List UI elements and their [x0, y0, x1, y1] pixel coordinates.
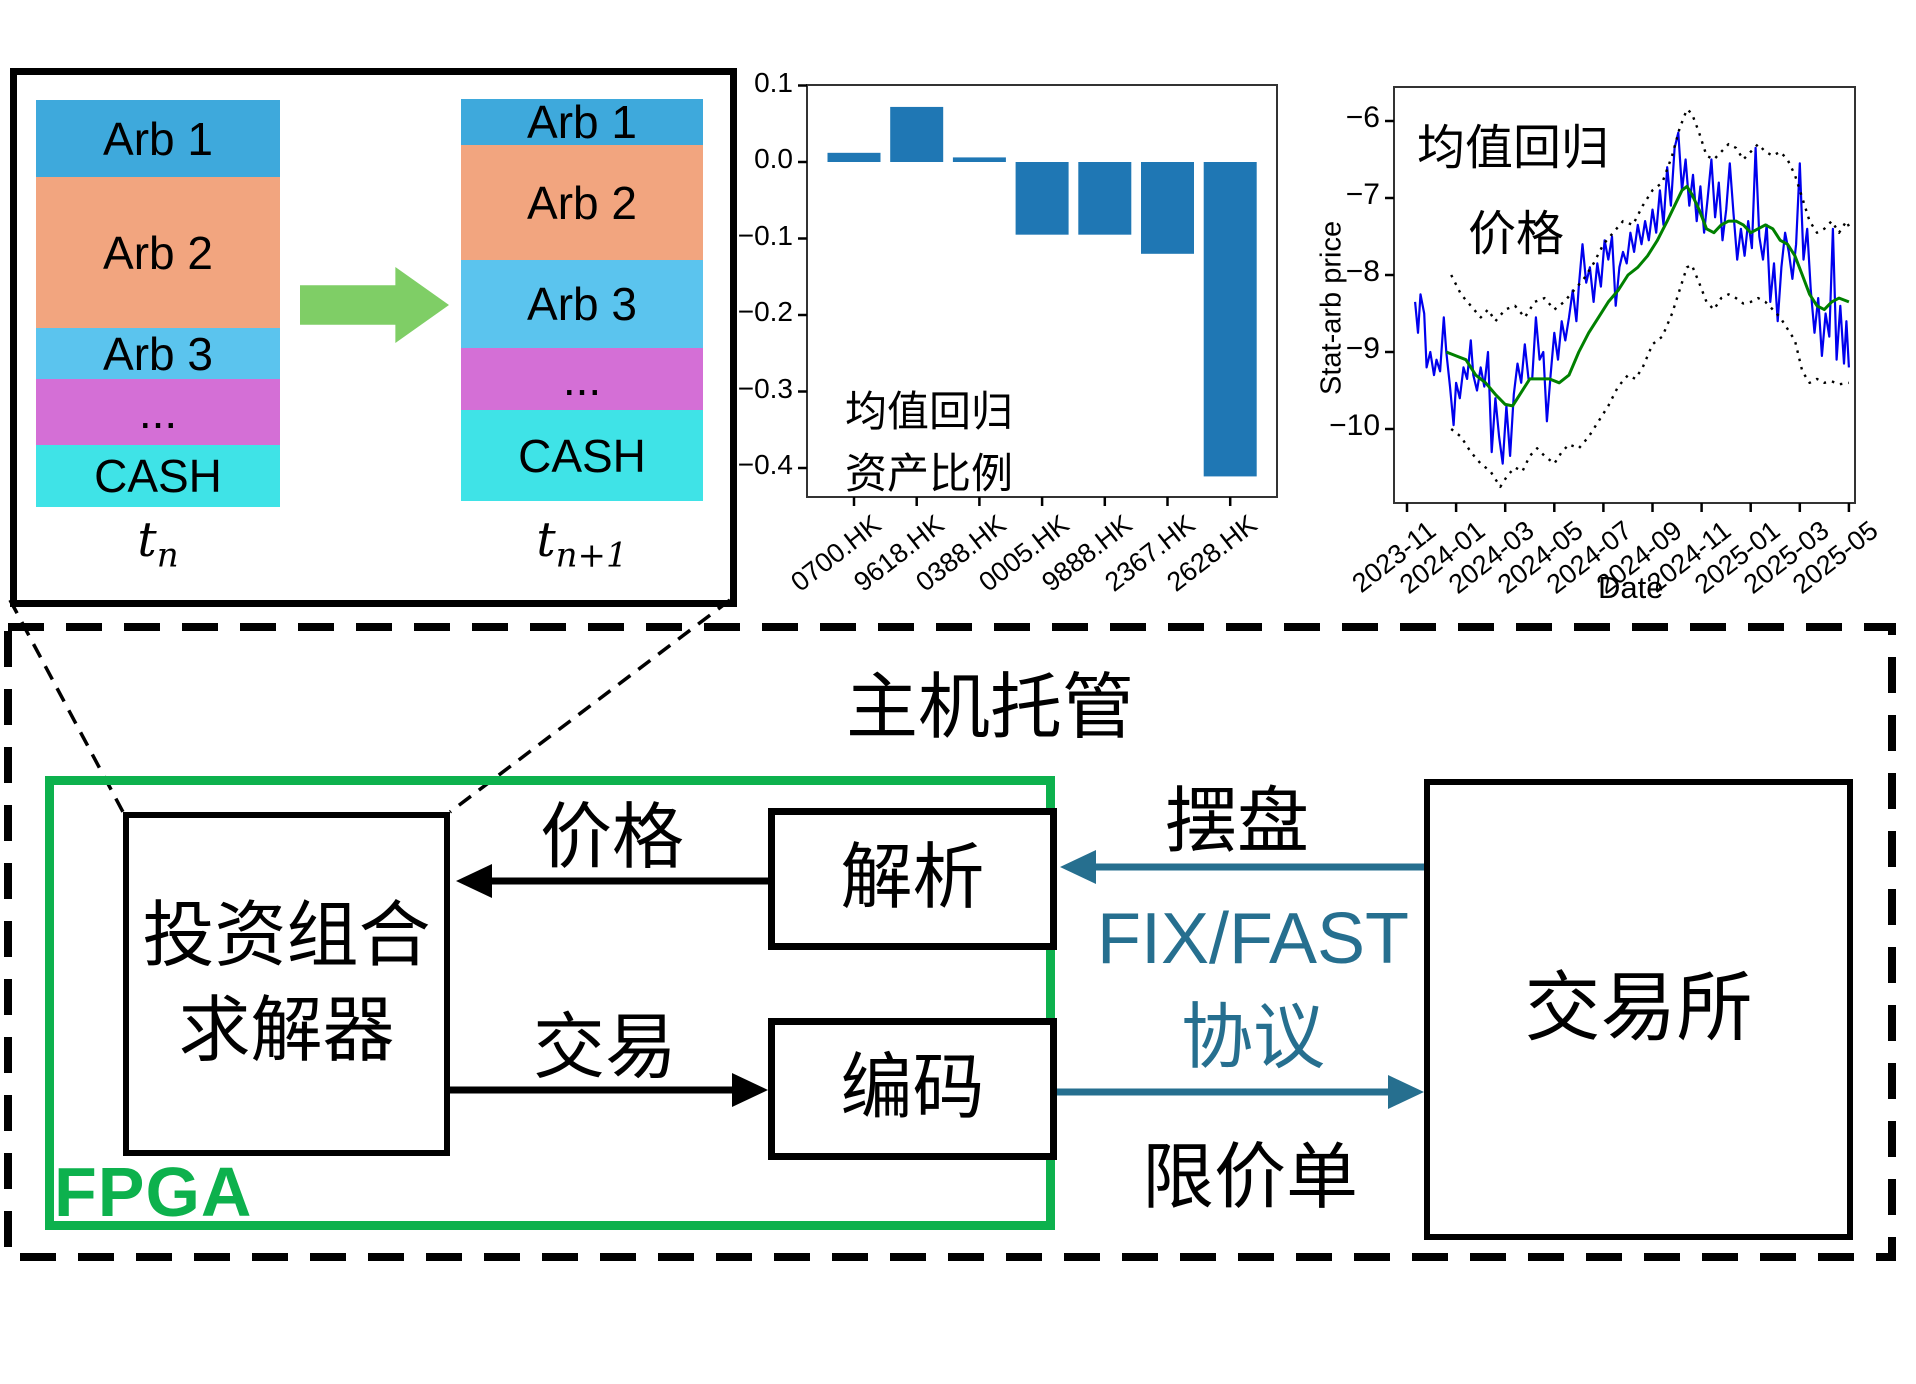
- allocation-segment-cash: CASH: [461, 410, 703, 501]
- allocation-segment-arb3: Arb 3: [36, 328, 280, 380]
- time-label-tn: tn: [137, 512, 179, 576]
- protocol-label-line1: FIX/FAST: [1096, 899, 1410, 979]
- protocol-label-line2: 协议: [1180, 998, 1326, 1078]
- allocation-segment-arb2: Arb 2: [461, 145, 703, 260]
- price-flow-label: 价格: [539, 798, 685, 878]
- portfolio-solver-box: 投资组合求解器: [123, 812, 450, 1156]
- exchange-box: 交易所: [1424, 779, 1853, 1240]
- encode-box: 编码: [768, 1018, 1057, 1160]
- allocation-panel-box: [10, 68, 737, 607]
- fpga-box: [45, 776, 1055, 1230]
- orderbook-flow-label: 摆盘: [1164, 782, 1310, 862]
- encode-label: 编码: [840, 1048, 985, 1129]
- allocation-segment-cash: CASH: [36, 445, 280, 507]
- parse-label: 解析: [840, 838, 985, 919]
- parse-box: 解析: [768, 808, 1057, 950]
- portfolio-solver-label: 投资组合求解器: [142, 895, 431, 1071]
- host-colocation-title: 主机托管: [845, 668, 1135, 748]
- exchange-label: 交易所: [1524, 966, 1753, 1052]
- allocation-segment-arb1: Arb 1: [36, 100, 280, 177]
- trade-flow-label: 交易: [532, 1008, 678, 1088]
- allocation-segment-: ...: [461, 348, 703, 410]
- limit-order-flow-label: 限价单: [1141, 1138, 1359, 1218]
- allocation-segment-arb1: Arb 1: [461, 96, 703, 148]
- allocation-segment-arb3: Arb 3: [461, 260, 703, 348]
- allocation-segment-arb2: Arb 2: [36, 177, 280, 328]
- time-label-tn1: tn+1: [536, 512, 628, 576]
- allocation-segment-: ...: [36, 379, 280, 445]
- fpga-label: FPGA: [54, 1153, 253, 1231]
